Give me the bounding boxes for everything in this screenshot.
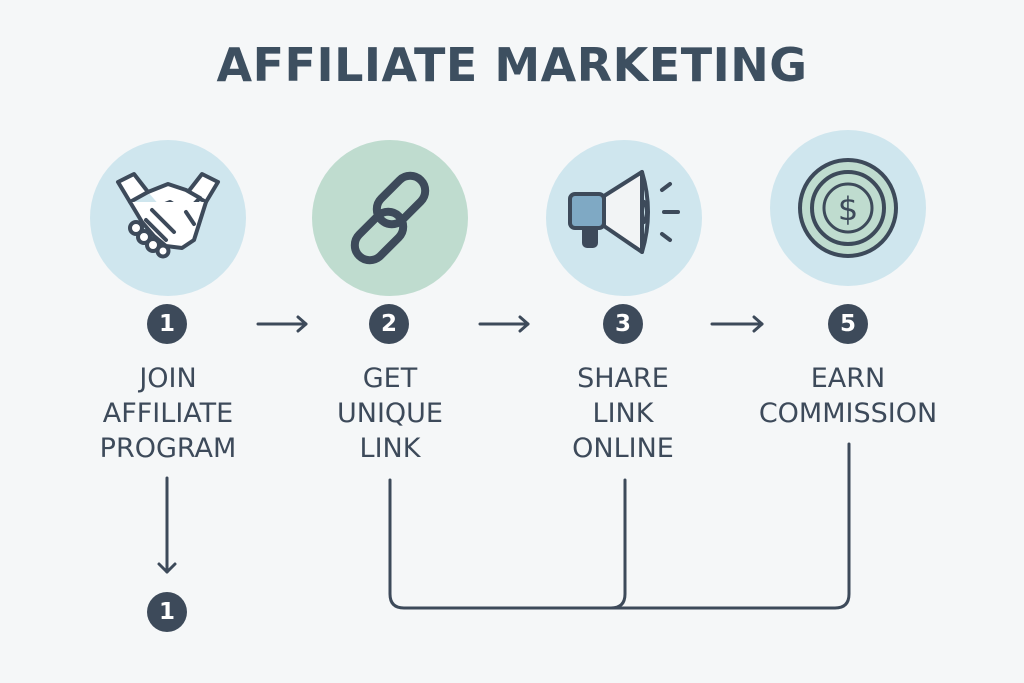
- arrow-1-to-2: [256, 315, 308, 333]
- step-3-label-line-2: LINK: [592, 398, 654, 429]
- step-3-label-line-3: ONLINE: [572, 433, 674, 464]
- step-5-icon-circle: $: [770, 130, 926, 286]
- step-3-icon-circle: [546, 140, 702, 296]
- step-2-number-badge: 2: [369, 304, 409, 344]
- page-title: AFFILIATE MARKETING: [216, 38, 808, 92]
- bottom-number-badge: 1: [147, 592, 187, 632]
- step-1-label-line-1: JOIN: [139, 363, 197, 394]
- step-3-number-badge: 3: [603, 304, 643, 344]
- loop-connector: [388, 442, 851, 610]
- step-2-icon-circle: [312, 140, 468, 296]
- svg-text:$: $: [838, 190, 858, 228]
- step-1-label: JOIN AFFILIATE PROGRAM: [68, 361, 268, 466]
- step-5-label-line-1: EARN: [810, 363, 886, 394]
- step-1-number-badge: 1: [147, 304, 187, 344]
- step-3-label: SHARE LINK ONLINE: [523, 361, 723, 466]
- arrow-2-to-3: [478, 315, 530, 333]
- chain-link-icon: [350, 171, 430, 265]
- step-5-label-line-2: COMMISSION: [758, 398, 938, 429]
- step-5-label: EARN COMMISSION: [748, 361, 948, 431]
- step-3-connector: [609, 478, 627, 610]
- step-3-label-line-1: SHARE: [577, 363, 669, 394]
- step-1-label-line-2: AFFILIATE: [102, 398, 234, 429]
- megaphone-icon: [568, 170, 680, 254]
- step-2-label-line-1: GET: [362, 363, 418, 394]
- step-2-label: GET UNIQUE LINK: [290, 361, 490, 466]
- dollar-coin-icon: $: [798, 158, 898, 258]
- arrow-down-step-1: [157, 476, 177, 574]
- arrow-3-to-5: [710, 315, 764, 333]
- handshake-icon: [116, 172, 220, 259]
- step-5-number-badge: 5: [828, 304, 868, 344]
- step-2-label-line-2: UNIQUE: [337, 398, 443, 429]
- step-2-label-line-3: LINK: [359, 433, 421, 464]
- step-1-icon-circle: [90, 140, 246, 296]
- step-1-label-line-3: PROGRAM: [99, 433, 237, 464]
